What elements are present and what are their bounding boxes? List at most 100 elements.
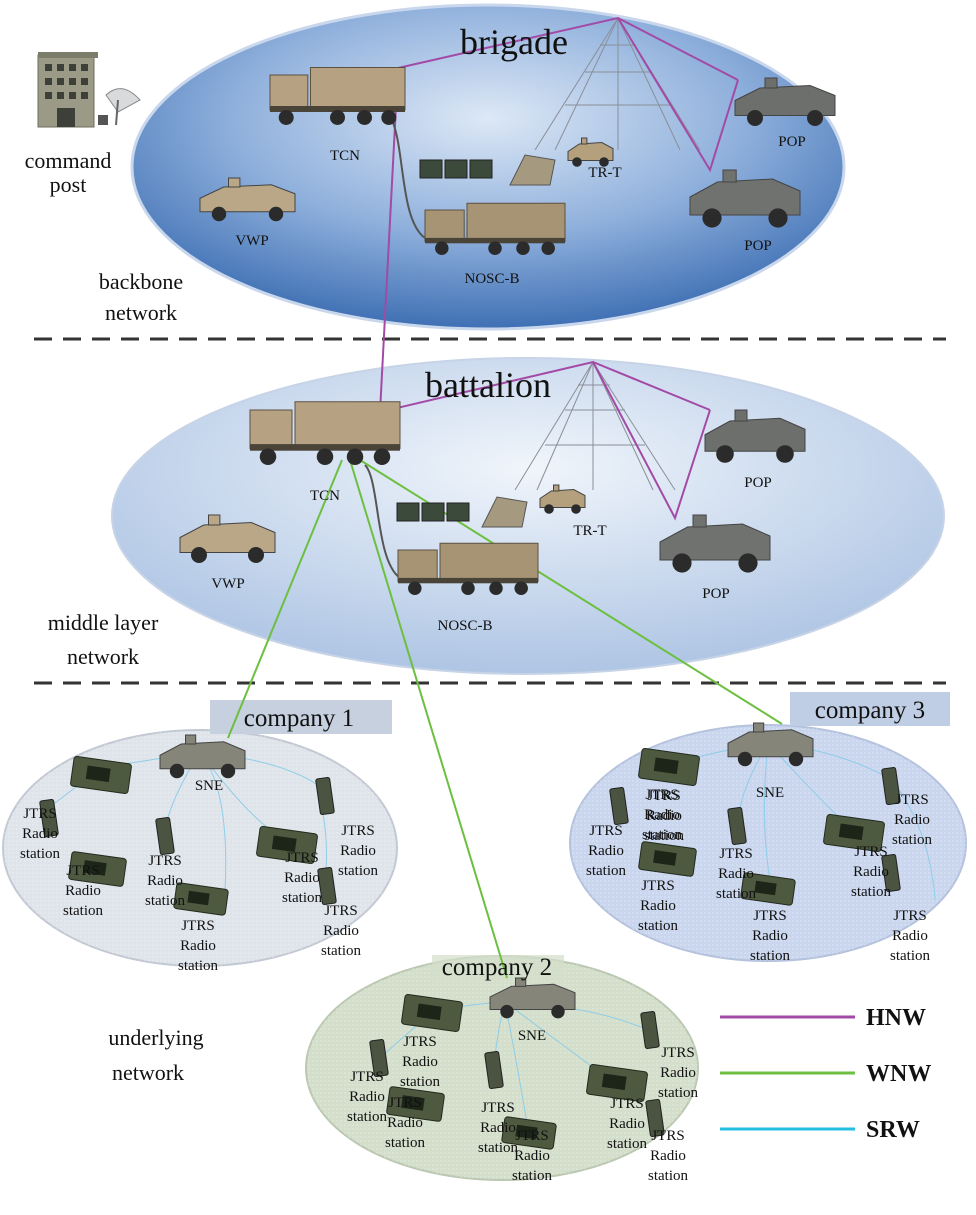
brigade-vwp-label: VWP	[235, 233, 268, 249]
jtrs-station-label-5-line-1: JTRS	[66, 863, 99, 879]
brigade-pop1-vehicle	[734, 77, 836, 126]
jtrs-station-label-15-line-3: station	[890, 948, 930, 964]
battalion-tcn-vehicle	[249, 401, 401, 465]
jtrs-station-label-8-line-1: JTRS	[324, 903, 357, 919]
battalion-pop2-vehicle	[659, 514, 771, 573]
battalion-vwp-vehicle	[179, 514, 276, 563]
c3-radio-1	[638, 747, 700, 787]
jtrs-station-label-3-line-2: Radio	[22, 826, 58, 842]
company-2-sne-label: SNE	[518, 1028, 546, 1044]
jtrs-station-label-11-line-1: JTRS	[589, 823, 622, 839]
c2-radio-1	[401, 993, 463, 1033]
c1-radio-2	[68, 851, 127, 887]
battalion-vwp-label: VWP	[211, 576, 244, 592]
jtrs-station-label-16-line-1: JTRS	[753, 908, 786, 924]
jtrs-station-label-3-line-1: JTRS	[23, 806, 56, 822]
jtrs-station-label-17-line-3: station	[400, 1074, 440, 1090]
wired-links	[364, 119, 426, 579]
jtrs-station-label-9-line-3: station	[644, 828, 684, 844]
c1-radio-4	[173, 882, 229, 916]
c1-handheld-3	[315, 776, 335, 816]
company-3-title-box	[790, 692, 950, 726]
jtrs-station-label-11-line-2: Radio	[588, 843, 624, 859]
backbone-label-line1: backbone	[99, 269, 183, 294]
jtrs-station-label-14-line-1: JTRS	[854, 844, 887, 860]
brigade-nosc-label: NOSC-B	[464, 271, 519, 287]
jtrs-station-label-7-line-3: station	[178, 958, 218, 974]
c2-radio-2	[386, 1086, 445, 1122]
jtrs-station-label-20-line-1: JTRS	[481, 1100, 514, 1116]
jtrs-station-label-4-line-2: Radio	[147, 873, 183, 889]
backbone-label-line2: network	[105, 300, 177, 325]
company-2-title-box	[432, 955, 564, 981]
jtrs-station-label-17-line-1: JTRS	[403, 1034, 436, 1050]
battalion-tcn-label: TCN	[310, 488, 340, 504]
company-3-sne-label: SNE	[756, 785, 784, 801]
brigade-tcn-label: TCN	[330, 148, 360, 164]
battalion-equipment-rack	[396, 502, 470, 522]
jtrs-station-label-2-line-1: JTRS	[341, 823, 374, 839]
brigade-title: brigade	[460, 22, 568, 62]
jtrs-station-label-23-line-1: JTRS	[651, 1128, 684, 1144]
jtrs-station-label-5-line-3: station	[63, 903, 103, 919]
brigade-equipment-rack	[419, 159, 493, 179]
command-post-label-line1: command	[25, 148, 112, 173]
brigade-trt-vehicle	[567, 137, 614, 167]
brigade-antenna-unit	[509, 154, 556, 186]
jtrs-station-label-21-line-3: station	[385, 1135, 425, 1151]
jtrs-station-label-6-line-3: station	[282, 890, 322, 906]
jtrs-station-label-1-line-2: Radio	[644, 807, 680, 823]
c3-handheld-2	[727, 806, 747, 846]
jtrs-station-label-15-line-2: Radio	[892, 928, 928, 944]
jtrs-station-label-2-line-2: Radio	[340, 843, 376, 859]
c2-handheld-1	[369, 1038, 389, 1078]
jtrs-station-label-19-line-3: station	[347, 1109, 387, 1125]
jtrs-station-label-21-line-1: JTRS	[388, 1095, 421, 1111]
jtrs-station-label-22-line-3: station	[607, 1136, 647, 1152]
jtrs-station-label-10-line-1: JTRS	[895, 792, 928, 808]
brigade-pop2-label: POP	[744, 238, 772, 254]
jtrs-station-label-20-line-3: station	[478, 1140, 518, 1156]
jtrs-station-label-18-line-3: station	[658, 1085, 698, 1101]
c3-radio-2	[638, 841, 697, 877]
jtrs-station-label-8-line-3: station	[321, 943, 361, 959]
battalion-trt-label: TR-T	[573, 523, 606, 539]
jtrs-station-label-13-line-1: JTRS	[641, 878, 674, 894]
brigade-vwp-vehicle	[199, 177, 296, 222]
middle-ellipse	[111, 357, 945, 675]
jtrs-station-label-7-line-2: Radio	[180, 938, 216, 954]
jtrs-station-label-9-line-2: Radio	[646, 808, 682, 824]
legend-label-srw: SRW	[866, 1117, 920, 1143]
jtrs-station-label-17-line-2: Radio	[402, 1054, 438, 1070]
jtrs-station-label-24-line-3: station	[512, 1168, 552, 1184]
battalion-pop1-vehicle	[704, 409, 806, 463]
c2-radio-3	[586, 1063, 648, 1103]
jtrs-station-label-9-line-1: JTRS	[647, 788, 680, 804]
jtrs-station-label-19-line-1: JTRS	[350, 1069, 383, 1085]
jtrs-station-label-22-line-1: JTRS	[610, 1096, 643, 1112]
jtrs-station-label-6-line-2: Radio	[284, 870, 320, 886]
c3-handheld-4	[881, 853, 901, 893]
jtrs-station-label-2-line-3: station	[338, 863, 378, 879]
legend-label-wnw: WNW	[866, 1061, 931, 1087]
c3-handheld-3	[881, 766, 901, 806]
jtrs-station-label-24-line-1: JTRS	[515, 1128, 548, 1144]
company-3-region	[569, 724, 967, 962]
company-3-sne-vehicle	[727, 722, 814, 767]
jtrs-station-label-21-line-2: Radio	[387, 1115, 423, 1131]
c1-radio-3	[256, 825, 318, 865]
underlying-label-line2: network	[112, 1060, 184, 1085]
jtrs-station-label-18-line-2: Radio	[660, 1065, 696, 1081]
battalion-title: battalion	[425, 365, 551, 405]
jtrs-station-label-24-line-2: Radio	[514, 1148, 550, 1164]
battalion-nosc-vehicle	[397, 542, 539, 595]
jtrs-station-label-3-line-3: station	[20, 846, 60, 862]
battalion-pop1-label: POP	[744, 475, 772, 491]
jtrs-station-label-16-line-3: station	[750, 948, 790, 964]
jtrs-station-label-12-line-2: Radio	[718, 866, 754, 882]
middle-label-line1: middle layer	[48, 610, 159, 635]
c2-handheld-2	[484, 1050, 504, 1090]
jtrs-station-label-1-line-1: JTRS	[645, 787, 678, 803]
jtrs-station-label-10-line-2: Radio	[894, 812, 930, 828]
